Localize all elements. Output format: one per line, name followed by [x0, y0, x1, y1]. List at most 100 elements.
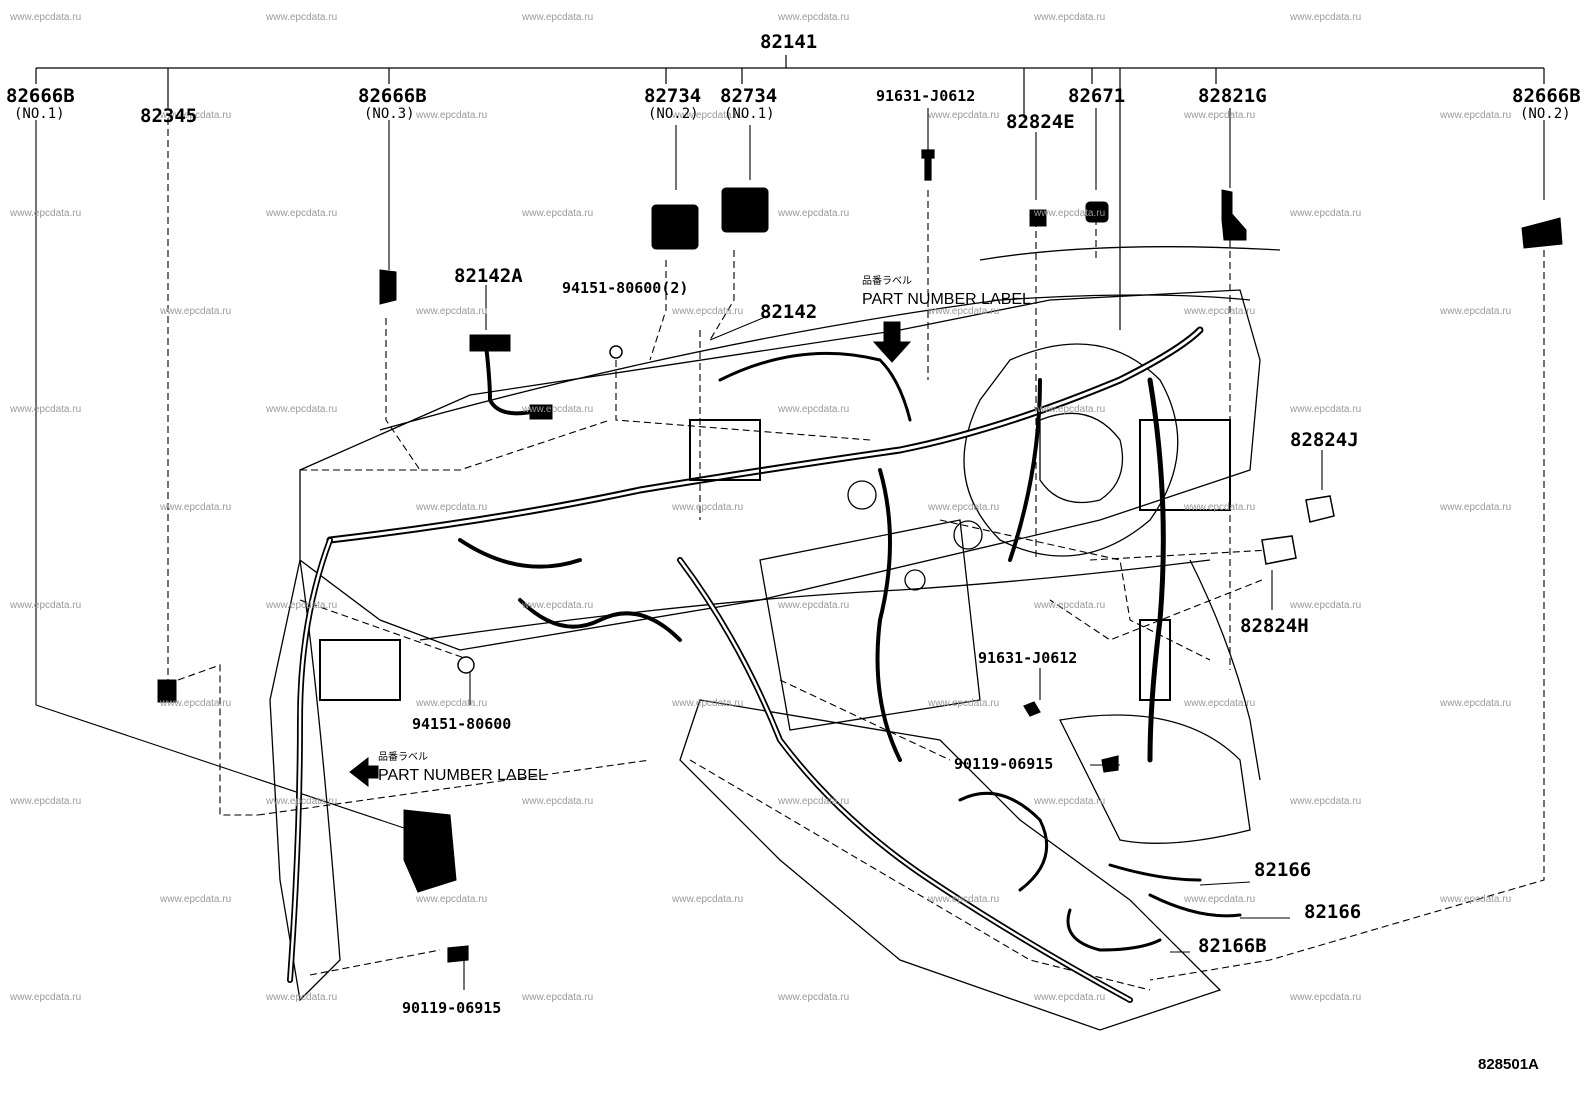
label-82345: 82345 — [140, 105, 198, 127]
leader-82166-a — [1199, 881, 1251, 886]
leader-82142 — [709, 314, 771, 341]
leader-82734-2 — [649, 260, 667, 361]
label-82141: 82141 — [760, 31, 818, 53]
label-91631-j0612-top: 91631-J0612 — [876, 87, 976, 105]
harness-main-trunk-inner — [328, 328, 1202, 542]
harness-branch-5 — [718, 351, 912, 422]
harness-center-drop-inner — [678, 558, 1132, 1002]
vent-right — [953, 520, 983, 550]
label-82734-no1: 82734 — [720, 85, 778, 107]
label-94151-80600-2: 94151-80600(2) — [562, 279, 689, 297]
leader-90119-bot — [309, 949, 441, 976]
harness-right-drop — [1147, 377, 1166, 763]
arrow-pnl-top — [872, 321, 912, 363]
leader-94151 — [299, 599, 471, 661]
harness-82166b — [1066, 908, 1162, 952]
leader-82666b-2 — [1149, 250, 1545, 981]
connector-82824h — [1261, 535, 1297, 565]
clip-94151 — [457, 656, 475, 674]
bracket-82141 — [35, 55, 1545, 330]
center-stack — [759, 519, 981, 731]
clamp-82666b-no3 — [379, 269, 397, 305]
part-number-label-top: PART NUMBER LABEL — [862, 291, 1031, 308]
connector-82824e — [1029, 209, 1047, 227]
left-kick-panel — [269, 559, 341, 1002]
part-number-label-left: PART NUMBER LABEL — [378, 767, 547, 784]
junction-block-left — [403, 809, 457, 893]
leader-ac-box — [689, 759, 1151, 991]
bolt-90119-bot — [447, 945, 469, 963]
label-82666b-no1-sub: (NO.1) — [14, 106, 65, 122]
console-box — [1059, 714, 1251, 844]
part-number-label-jp-left: 品番ラベル — [378, 752, 428, 763]
harness-left-drop-inner — [288, 538, 332, 982]
harness-branch-3 — [875, 468, 902, 762]
clamp-82666b-no2 — [1521, 217, 1563, 249]
windshield-line — [979, 246, 1281, 261]
relay-82734-no2 — [651, 204, 699, 250]
label-82666b-no2: 82666B — [1512, 85, 1581, 107]
ecu-left — [319, 639, 401, 701]
part-number-label-jp-top: 品番ラベル — [862, 276, 912, 287]
label-82671: 82671 — [1068, 85, 1126, 107]
harness-center-drop — [677, 557, 1133, 1003]
connector-82671 — [1085, 201, 1109, 223]
dashboard-top-edge — [379, 294, 1251, 431]
label-90119-06915-mid: 90119-06915 — [954, 755, 1054, 773]
steering-wheel-outer — [963, 343, 1179, 557]
label-82166-b: 82166 — [1304, 901, 1362, 923]
leader-94151-2 — [615, 360, 871, 441]
leader-82345-box — [177, 664, 258, 816]
label-82166-a: 82166 — [1254, 859, 1312, 881]
label-91631-j0612-mid: 91631-J0612 — [978, 649, 1078, 667]
connector-82142a-bottom — [529, 404, 553, 420]
vent-left — [847, 480, 877, 510]
knob — [904, 569, 926, 591]
harness-82142a — [484, 343, 542, 416]
label-94151-80600: 94151-80600 — [412, 715, 512, 733]
connector-82142a-top — [469, 334, 511, 352]
label-82142: 82142 — [760, 301, 818, 323]
bolt-91631-top — [921, 149, 935, 181]
relay-block-right — [1139, 419, 1231, 511]
label-82821g: 82821G — [1198, 85, 1267, 107]
harness-branch-6 — [958, 791, 1049, 892]
connector-82824j — [1305, 495, 1335, 523]
figure-code: 828501A — [1478, 1056, 1539, 1073]
harness-branch-2 — [458, 538, 582, 569]
harness-82166-a — [1108, 863, 1202, 882]
relay-block-center — [689, 419, 761, 481]
clip-94151-2 — [609, 345, 623, 359]
relay-82734-no1 — [721, 187, 769, 233]
center-console — [679, 699, 1222, 1031]
leader-82666b-3 — [385, 318, 421, 471]
bolt-90119-mid — [1101, 755, 1119, 773]
connector-82345 — [157, 679, 177, 703]
bolt-91631-mid — [1023, 701, 1041, 717]
bracket-82821g — [1221, 189, 1247, 241]
arrow-pnl-left — [349, 756, 379, 788]
leader-82824h — [1049, 579, 1263, 641]
harness-branch-1 — [518, 598, 682, 642]
label-82734-no1-sub: (NO.1) — [724, 106, 775, 122]
leader-82734-1 — [709, 250, 735, 341]
label-82666b-no2-sub: (NO.2) — [1520, 106, 1571, 122]
harness-82166-b — [1148, 893, 1242, 918]
dashboard-lower-edge — [419, 559, 1211, 641]
label-82666b-no3-sub: (NO.3) — [364, 106, 415, 122]
label-82734-no2: 82734 — [644, 85, 702, 107]
leader-90119-mid — [779, 679, 951, 761]
ecu-right — [1139, 619, 1171, 701]
label-82824j: 82824J — [1290, 429, 1359, 451]
leader-82666b-1 — [35, 120, 411, 831]
steering-wheel-inner — [1039, 412, 1124, 504]
label-82666b-no1: 82666B — [6, 85, 75, 107]
label-82166b: 82166B — [1198, 935, 1267, 957]
label-82666b-no3: 82666B — [358, 85, 427, 107]
label-82142a: 82142A — [454, 265, 523, 287]
label-82824e: 82824E — [1006, 111, 1075, 133]
label-82824h: 82824H — [1240, 615, 1309, 637]
label-90119-06915-bottom: 90119-06915 — [402, 999, 502, 1017]
label-82734-no2-sub: (NO.2) — [648, 106, 699, 122]
